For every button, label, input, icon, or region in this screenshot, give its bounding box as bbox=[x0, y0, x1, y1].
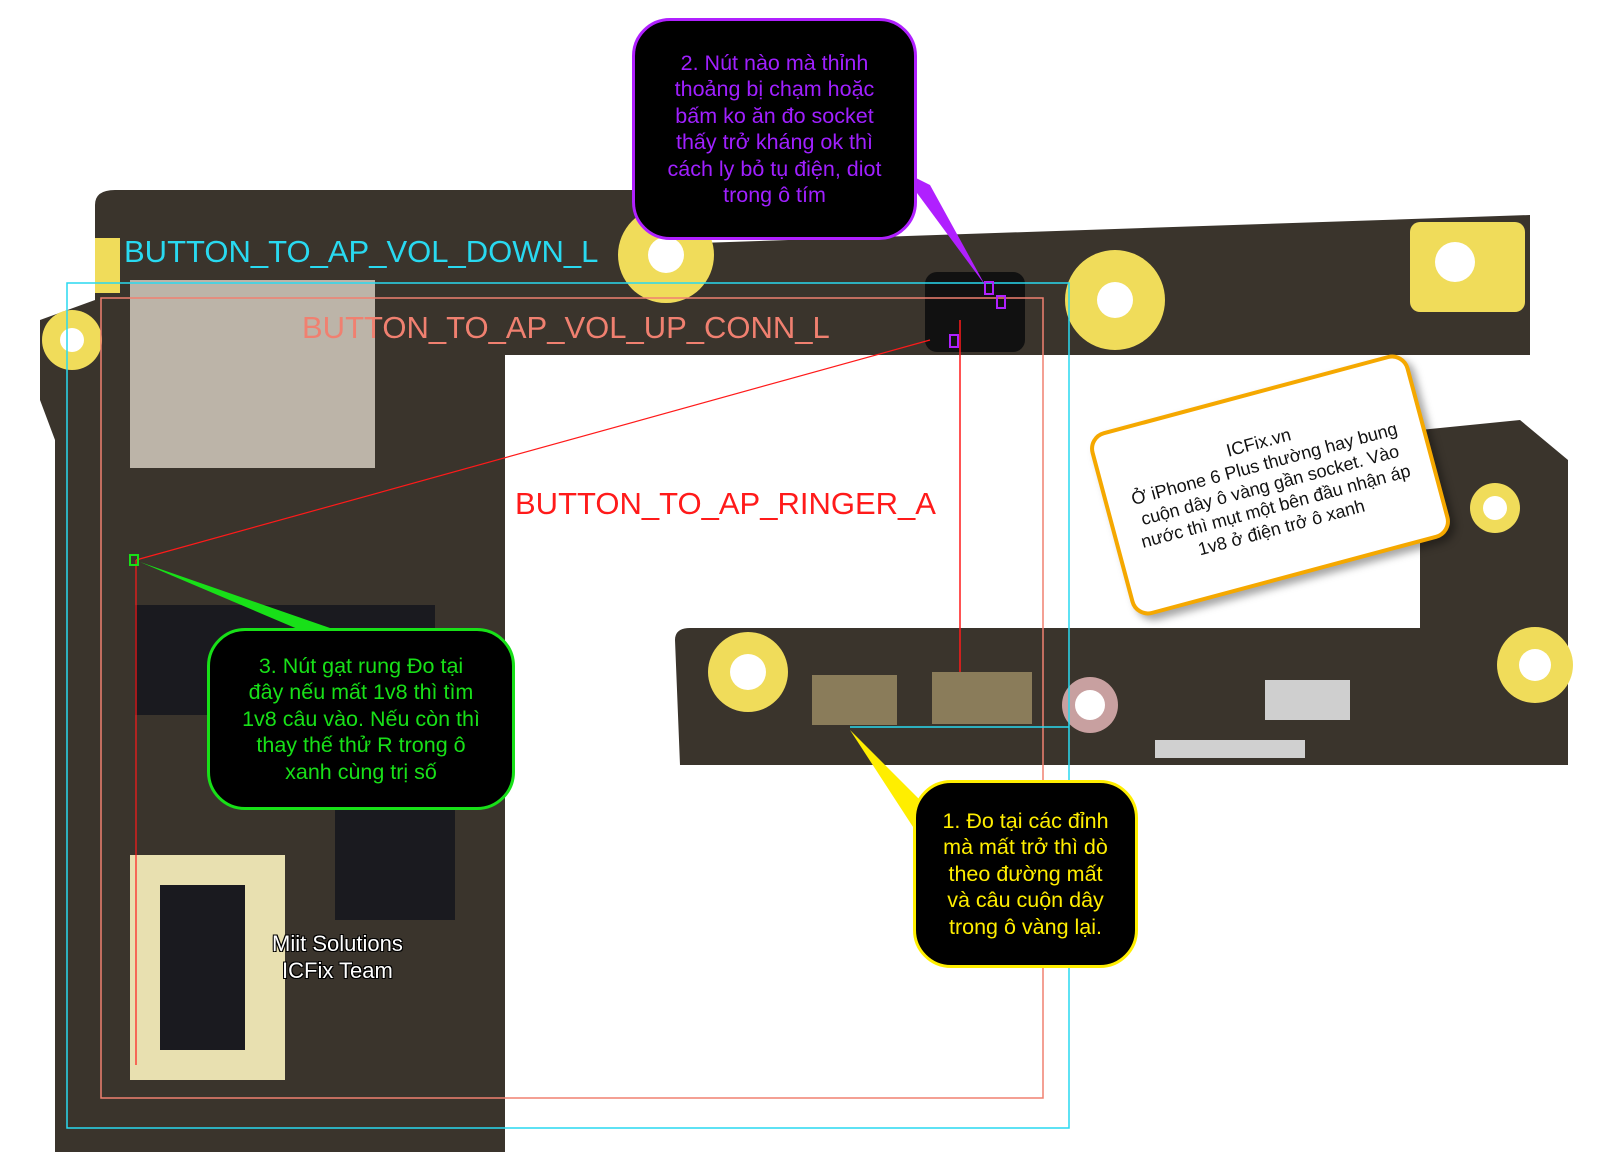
bracket bbox=[1155, 740, 1305, 758]
callout-step3-pointer bbox=[140, 562, 330, 630]
net-label-ringer: BUTTON_TO_AP_RINGER_A bbox=[515, 486, 936, 521]
callout-step1: 1. Đo tại các đỉnh mà mất trở thì dò the… bbox=[913, 780, 1138, 968]
bga-chip-center bbox=[160, 885, 245, 1050]
board-lower bbox=[675, 420, 1568, 765]
red-trace bbox=[135, 339, 931, 561]
callout-step3: 3. Nút gạt rung Đo tại đây nếu mất 1v8 t… bbox=[207, 628, 515, 810]
cyan-trace-box bbox=[66, 282, 1070, 1129]
watermark-line1: Miit Solutions bbox=[272, 931, 403, 956]
chip bbox=[335, 810, 455, 920]
watermark: Miit Solutions ICFix Team bbox=[272, 930, 403, 984]
connector bbox=[812, 675, 897, 725]
switch bbox=[1265, 680, 1350, 720]
connector bbox=[932, 672, 1032, 724]
shield-chip bbox=[130, 280, 375, 468]
watermark-line2: ICFix Team bbox=[282, 958, 393, 983]
net-label-vol-up: BUTTON_TO_AP_VOL_UP_CONN_L bbox=[302, 310, 830, 345]
callout-step2: 2. Nút nào mà thỉnh thoảng bị chạm hoặc … bbox=[632, 18, 917, 240]
salmon-trace-box bbox=[100, 297, 1044, 1099]
callout-step1-pointer bbox=[850, 730, 920, 830]
socket-area bbox=[925, 272, 1025, 352]
purple-marker-boxes bbox=[949, 281, 1006, 348]
callout-step2-pointer bbox=[900, 170, 985, 285]
green-marker-box bbox=[129, 554, 139, 566]
net-label-vol-down: BUTTON_TO_AP_VOL_DOWN_L bbox=[124, 234, 599, 269]
